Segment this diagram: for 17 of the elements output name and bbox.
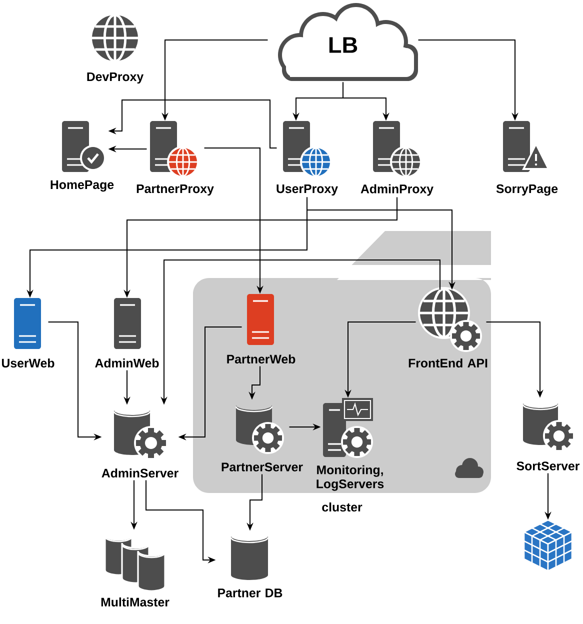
- server-label: AdminWeb: [95, 358, 159, 368]
- server-label: DevProxy: [87, 72, 144, 84]
- server-label: SortServer: [516, 462, 580, 470]
- server-label: PartnerServer: [222, 462, 303, 472]
- server-label: PartnerProxy: [136, 184, 214, 196]
- server-label: UserWeb: [2, 358, 54, 368]
- server-label: Monitoring, LogServers: [316, 465, 384, 491]
- server-label: AdminServer: [102, 468, 178, 478]
- server-label: AdminProxy: [360, 184, 434, 196]
- server-label: SorryPage: [496, 184, 558, 196]
- cluster-label: cluster: [322, 502, 362, 512]
- server-label: MultiMaster: [101, 597, 170, 607]
- server-label: PartnerWeb: [227, 354, 296, 364]
- server-label: UserProxy: [276, 184, 338, 196]
- server-label: HomePage: [50, 180, 114, 192]
- server-label: Partner DB: [218, 588, 282, 598]
- server-label: FrontEnd API: [408, 358, 488, 368]
